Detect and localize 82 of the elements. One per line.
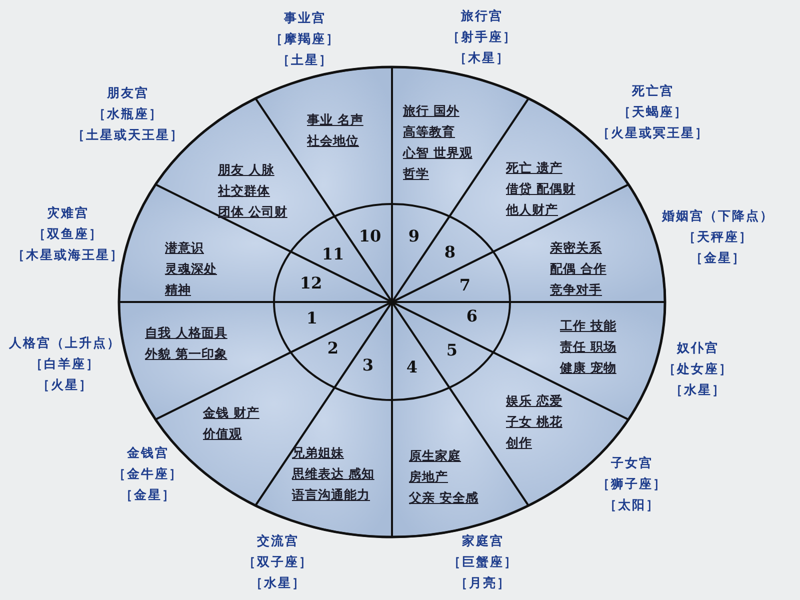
- house-name-label: 婚姻宫（下降点）: [662, 208, 774, 224]
- house-sign-label: ［水星］: [250, 575, 306, 591]
- house-number: 1: [306, 308, 318, 328]
- house-sign-label: ［火星或冥王星］: [597, 125, 709, 141]
- house-meaning-text: 哲学: [403, 166, 429, 182]
- house-number: 5: [446, 340, 458, 360]
- house-number: 12: [300, 274, 322, 292]
- house-sign-label: ［狮子座］: [597, 476, 667, 492]
- house-sign-label: ［摩羯座］: [270, 31, 340, 47]
- house-number: 3: [362, 356, 374, 374]
- house-number: 8: [444, 242, 456, 262]
- house-number: 7: [459, 276, 471, 294]
- house-meaning-text: 外貌 第一印象: [145, 346, 228, 362]
- house-meaning-text: 责任 职场: [560, 339, 616, 355]
- house-sign-label: ［土星或天王星］: [72, 127, 184, 143]
- house-meaning-text: 金钱 财产: [203, 405, 260, 421]
- house-sign-label: ［天秤座］: [683, 229, 753, 245]
- house-sign-label: ［太阳］: [604, 497, 660, 513]
- house-sign-label: ［水星］: [670, 382, 726, 398]
- house-meaning-text: 他人财产: [506, 202, 558, 218]
- house-number: 4: [406, 358, 418, 376]
- house-name-label: 奴仆宫: [677, 340, 719, 356]
- house-meaning-text: 竞争对手: [550, 282, 602, 298]
- house-meaning-text: 团体 公司财: [218, 204, 288, 220]
- house-sign-label: ［双鱼座］: [33, 226, 103, 242]
- house-meaning-text: 思维表达 感知: [292, 466, 374, 482]
- house-number: 10: [358, 226, 382, 246]
- house-name-label: 旅行宫: [461, 8, 503, 24]
- house-number: 6: [466, 306, 478, 326]
- house-sign-label: ［木星或海王星］: [12, 247, 124, 263]
- house-sign-label: ［火星］: [37, 377, 93, 393]
- house-meaning-text: 娱乐 恋爱: [506, 393, 562, 409]
- house-meaning-text: 社会地位: [307, 133, 359, 149]
- house-meaning-text: 借贷 配偶财: [506, 181, 576, 197]
- house-meaning-text: 父亲 安全感: [409, 490, 478, 506]
- house-meaning-text: 健康 宠物: [560, 360, 616, 376]
- house-sign-label: ［金牛座］: [113, 466, 183, 482]
- house-sign-label: ［月亮］: [455, 575, 511, 591]
- house-name-label: 灾难宫: [47, 205, 89, 221]
- house-number: 2: [327, 338, 339, 358]
- house-meaning-text: 兄弟姐妹: [292, 445, 344, 461]
- house-meaning-text: 旅行 国外: [403, 103, 460, 119]
- house-meaning-text: 子女 桃花: [506, 414, 562, 430]
- house-meaning-text: 原生家庭: [409, 448, 461, 464]
- house-sign-label: ［白羊座］: [30, 356, 100, 372]
- house-name-label: 事业宫: [284, 10, 326, 26]
- house-meaning-text: 精神: [165, 282, 191, 298]
- house-name-label: 朋友宫: [107, 85, 149, 101]
- house-meaning-text: 潜意识: [165, 240, 204, 256]
- house-meaning-text: 心智 世界观: [403, 145, 472, 161]
- house-name-label: 交流宫: [257, 533, 299, 549]
- house-sign-label: ［射手座］: [447, 29, 517, 45]
- house-meaning-text: 价值观: [203, 426, 242, 442]
- house-meaning-text: 自我 人格面具: [145, 325, 228, 341]
- house-sign-label: ［土星］: [277, 52, 333, 68]
- house-name-label: 死亡宫: [632, 83, 674, 99]
- house-name-label: 子女宫: [611, 455, 653, 471]
- house-sign-label: ［天蝎座］: [618, 104, 688, 120]
- house-meaning-text: 高等教育: [403, 124, 455, 140]
- house-meaning-text: 死亡 遗产: [506, 160, 562, 176]
- house-name-label: 金钱宫: [127, 445, 169, 461]
- house-meaning-text: 工作 技能: [560, 318, 616, 334]
- house-sign-label: ［双子座］: [243, 554, 313, 570]
- house-meaning-text: 朋友 人脉: [218, 162, 274, 178]
- house-meaning-text: 语言沟通能力: [292, 487, 370, 503]
- house-sign-label: ［金星］: [120, 487, 176, 503]
- house-meaning-text: 亲密关系: [550, 240, 602, 256]
- house-sign-label: ［水瓶座］: [93, 106, 163, 122]
- house-sign-label: ［处女座］: [663, 361, 733, 377]
- house-meaning-text: 社交群体: [218, 183, 270, 199]
- house-number: 11: [322, 244, 344, 264]
- house-meaning-text: 事业 名声: [307, 112, 364, 128]
- house-sign-label: ［木星］: [454, 50, 510, 66]
- house-sign-label: ［巨蟹座］: [448, 554, 518, 570]
- house-name-label: 人格宫（上升点）: [9, 335, 121, 351]
- house-sign-label: ［金星］: [690, 250, 746, 266]
- house-meaning-text: 灵魂深处: [165, 261, 217, 277]
- house-meaning-text: 创作: [506, 435, 532, 451]
- house-meaning-text: 配偶 合作: [550, 261, 606, 277]
- house-number: 9: [408, 226, 420, 246]
- house-meaning-text: 房地产: [409, 469, 448, 485]
- house-name-label: 家庭宫: [462, 533, 504, 549]
